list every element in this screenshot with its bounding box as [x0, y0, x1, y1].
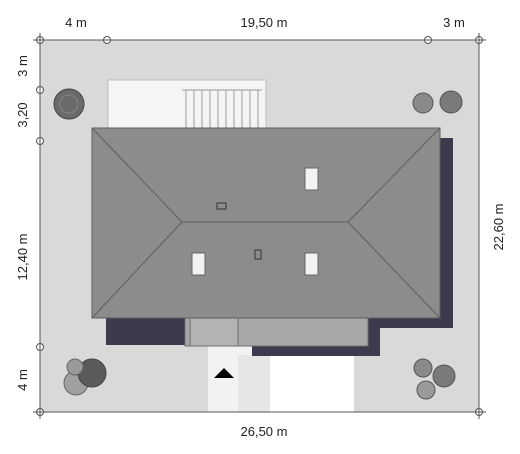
tree-icon: [63, 358, 107, 396]
dim-top-left: 4 m: [65, 15, 87, 30]
roof-window: [191, 252, 206, 276]
tree-icon: [413, 358, 456, 400]
terrace-pergola: [182, 89, 262, 130]
tree-icon: [412, 90, 463, 114]
building-shadow: [106, 138, 453, 356]
chimney: [254, 249, 262, 260]
dim-left-upper: 3,20: [15, 102, 30, 127]
dim-top-right: 3 m: [443, 15, 465, 30]
dim-left-bottom: 4 m: [15, 369, 30, 391]
main-roof: [91, 127, 441, 319]
tree-icon: [53, 88, 85, 120]
roof-window: [304, 167, 319, 191]
triangle-up-icon: [214, 368, 234, 378]
roof-window: [304, 252, 319, 276]
dim-left-middle: 12,40 m: [15, 234, 30, 281]
dim-bottom: 26,50 m: [241, 424, 288, 439]
dim-left-top: 3 m: [15, 55, 30, 77]
garage-front-paving: [270, 355, 354, 412]
chimney: [216, 202, 227, 210]
dim-right: 22,60 m: [491, 204, 506, 251]
driveway-strip: [238, 355, 270, 412]
dim-top-middle: 19,50 m: [241, 15, 288, 30]
